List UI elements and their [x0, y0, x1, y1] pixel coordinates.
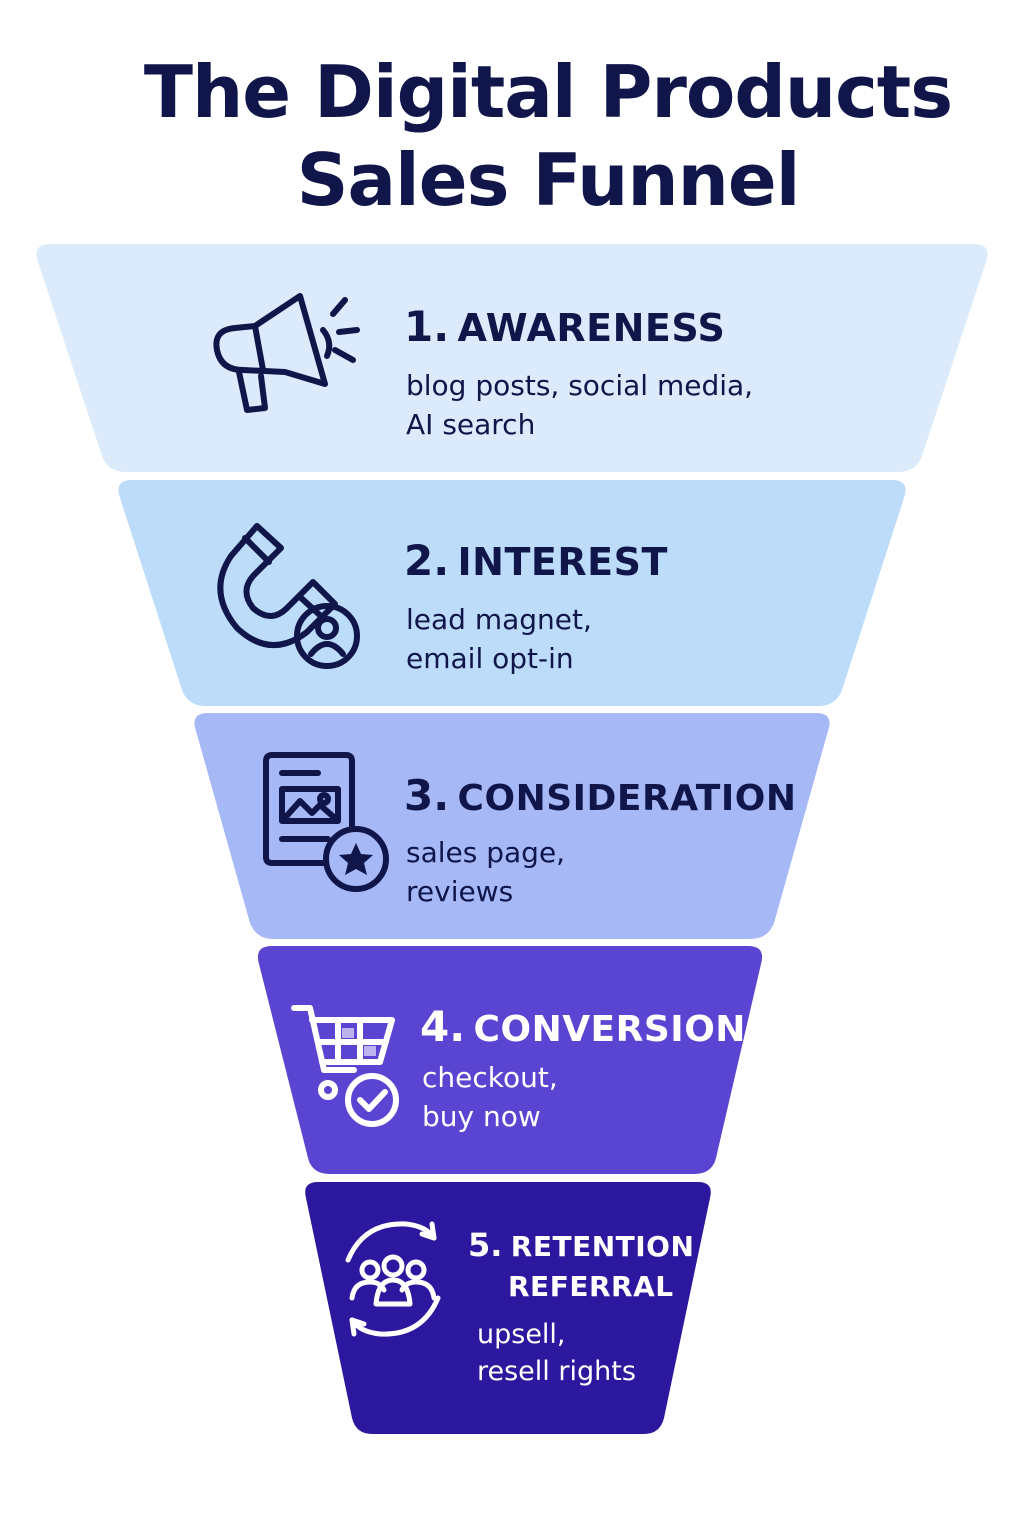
stage-retention-name-line-1: RETENTION & [510, 1230, 730, 1263]
stage-interest-number: 2. [404, 536, 450, 585]
stage-awareness-fill [36, 244, 988, 472]
funnel-stage-conversion: 4. CONVERSION checkout, buy now [0, 946, 1024, 1174]
stage-interest-name: INTEREST [457, 540, 668, 584]
cart-check-icon [291, 1005, 399, 1127]
stage-retention-fill [305, 1182, 711, 1434]
stage-conversion-desc-line-1: checkout, [422, 1061, 558, 1094]
stage-consideration-heading: 3. CONSIDERATION [404, 771, 796, 820]
stage-conversion-fill [257, 946, 763, 1174]
stage-awareness-number: 1. [404, 302, 450, 351]
stage-consideration-desc-line-2: reviews [406, 875, 514, 908]
stage-retention-desc-line-1: upsell, [477, 1319, 566, 1350]
stage-conversion-heading: 4. CONVERSION [420, 1002, 746, 1051]
stage-conversion-name: CONVERSION [473, 1009, 746, 1050]
stage-awareness-shape [36, 244, 988, 472]
stage-interest-heading: 2. INTEREST [404, 536, 668, 585]
stage-awareness-description: blog posts, social media, AI search [406, 366, 753, 444]
funnel-stage-interest: 2. INTEREST lead magnet, email opt-in [0, 480, 1024, 706]
stage-retention-desc-line-2: resell rights [477, 1356, 636, 1387]
stage-conversion-number: 4. [420, 1002, 466, 1051]
stage-conversion-description: checkout, buy now [422, 1058, 558, 1136]
megaphone-icon [213, 293, 360, 413]
stage-retention-description: upsell, resell rights [477, 1316, 636, 1390]
stage-retention-number: 5. [468, 1226, 503, 1264]
stage-conversion-desc-line-2: buy now [422, 1100, 541, 1133]
stage-consideration-name: CONSIDERATION [457, 778, 797, 819]
stage-retention-heading-line-2: REFERRAL [508, 1270, 674, 1303]
stage-awareness-name: AWARENESS [457, 306, 726, 350]
stage-awareness-desc-line-2: AI search [406, 408, 536, 441]
stage-consideration-number: 3. [404, 771, 450, 820]
page-star-icon [263, 752, 389, 892]
funnel-stage-awareness: 1. AWARENESS blog posts, social media, A… [0, 244, 1024, 472]
stage-awareness-heading: 1. AWARENESS [404, 302, 725, 351]
magnet-user-icon [217, 523, 360, 669]
stage-awareness-desc-line-1: blog posts, social media, [406, 369, 754, 402]
stage-retention-heading: 5. RETENTION & [468, 1226, 730, 1264]
stage-interest-description: lead magnet, email opt-in [406, 600, 592, 678]
page-title: The Digital Products Sales Funnel [0, 48, 1024, 224]
stage-interest-desc-line-1: lead magnet, [406, 603, 592, 636]
funnel-stage-consideration: 3. CONSIDERATION sales page, reviews [0, 713, 1024, 939]
stage-conversion-shape [257, 946, 763, 1174]
title-line-2: Sales Funnel [296, 138, 801, 222]
stage-retention-name-line-2: REFERRAL [508, 1270, 674, 1303]
funnel-stage-retention-referral: 5. RETENTION & REFERRAL upsell, resell r… [0, 1182, 1024, 1434]
stage-interest-desc-line-2: email opt-in [406, 642, 574, 675]
stage-consideration-desc-line-1: sales page, [406, 836, 566, 869]
stage-consideration-description: sales page, reviews [406, 833, 565, 911]
title-line-1: The Digital Products [143, 50, 953, 134]
community-cycle-icon [345, 1221, 441, 1337]
stage-retention-shape [305, 1182, 711, 1434]
